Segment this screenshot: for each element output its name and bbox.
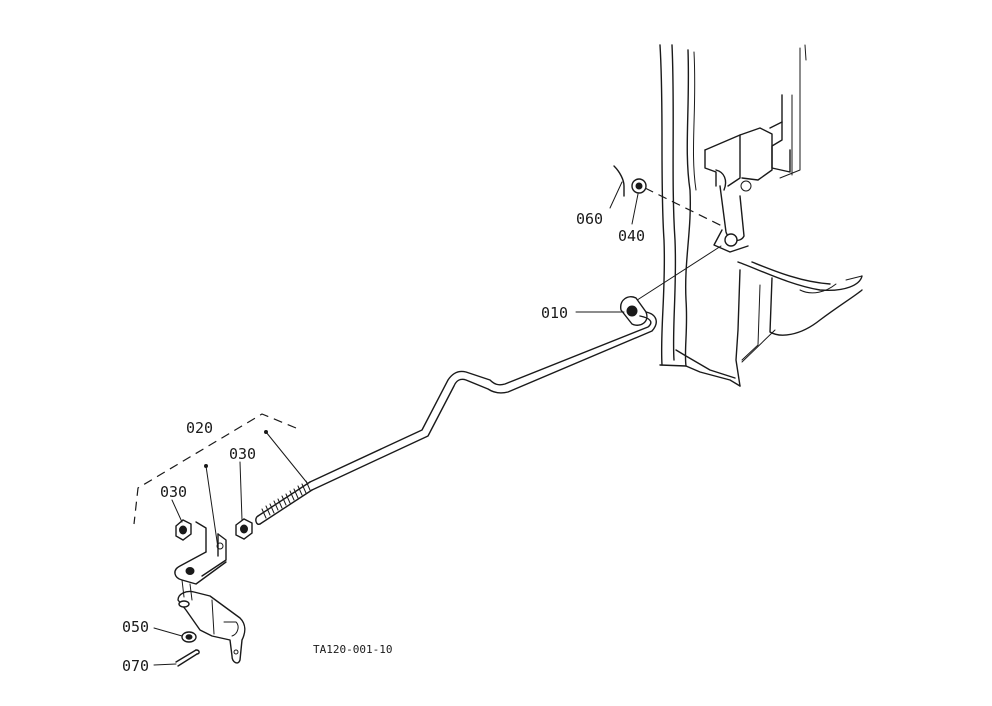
machine-frame [659,44,863,387]
callout-050: 050 [122,618,149,636]
pin-070 [175,649,200,667]
callout-070: 070 [122,657,149,675]
washer-040 [631,178,647,194]
leader-rod-end [265,431,309,485]
assembly-020-boundary [133,413,297,525]
figure-reference: TA120-001-10 [313,643,392,656]
callout-030-right: 030 [229,445,256,463]
callout-040: 040 [618,227,645,245]
callout-020: 020 [186,419,213,437]
nut-030-right [235,518,253,540]
lower-lever [177,590,246,664]
leader-050 [153,627,183,637]
guide-line-a [181,579,185,598]
leader-030-right [239,461,243,521]
cotter-pin-060 [613,165,625,197]
callout-030-left: 030 [160,483,187,501]
callout-010: 010 [541,304,568,322]
leader-030-left [171,499,183,523]
leader-070 [153,663,177,666]
leader-060 [609,181,623,209]
leader-020 [205,465,219,549]
nut-030-left [175,519,192,541]
callout-060: 060 [576,210,603,228]
rod-010 [255,296,657,525]
washer-alignment-dashed-line [644,187,723,227]
rod-thread [261,480,311,519]
leader-040 [631,193,639,225]
washer-050 [181,631,197,643]
pin-to-bushing-line [630,245,722,305]
